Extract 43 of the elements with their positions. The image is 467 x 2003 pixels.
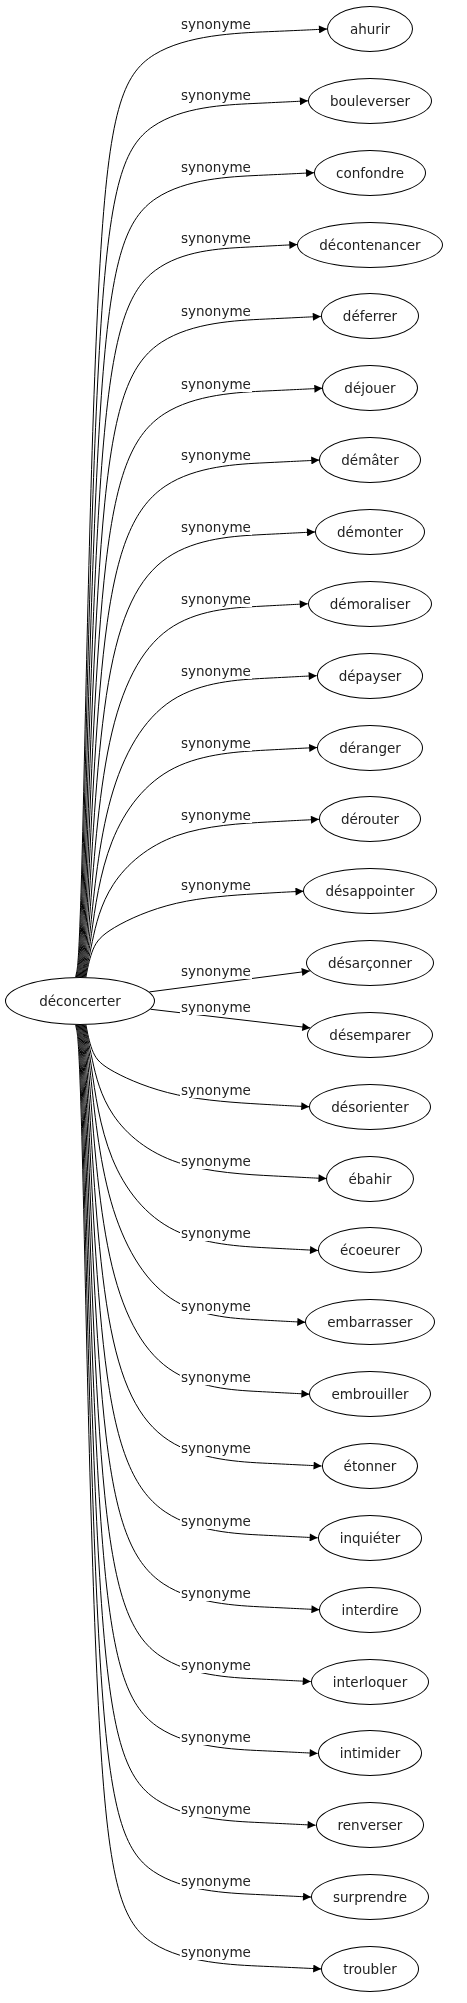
node-label: désorienter xyxy=(331,1098,409,1115)
arrow xyxy=(81,1024,323,1470)
arrow xyxy=(85,887,304,978)
arrow xyxy=(77,240,298,978)
node-label: démâter xyxy=(341,452,399,469)
node-label: embarrasser xyxy=(327,1314,413,1331)
arrow xyxy=(82,1024,310,1398)
node-label: surprendre xyxy=(333,1889,407,1906)
arrow xyxy=(81,528,316,978)
node-label: déranger xyxy=(339,739,401,756)
arrow xyxy=(82,1024,306,1326)
node-label: ahurir xyxy=(349,21,391,37)
arrow xyxy=(84,1024,327,1183)
node-label: confondre xyxy=(336,164,404,181)
arrow xyxy=(81,600,309,978)
arrow xyxy=(83,1024,319,1255)
node-label: ébahir xyxy=(348,1170,392,1187)
node-label: démonter xyxy=(337,523,403,540)
node-label: écoeurer xyxy=(340,1242,400,1259)
node-label: bouleverser xyxy=(329,92,411,109)
arrow xyxy=(148,968,311,993)
arrow xyxy=(84,815,320,978)
node-label: déjouer xyxy=(344,380,396,397)
node-label: interloquer xyxy=(332,1673,408,1690)
node-label: désappointer xyxy=(325,883,415,900)
node-label: déconcerter xyxy=(39,993,121,1009)
node-label: déferrer xyxy=(342,308,398,325)
arrow xyxy=(83,743,318,978)
node-label: renverser xyxy=(337,1817,403,1834)
arrow xyxy=(82,672,318,978)
node-label: dérouter xyxy=(340,811,400,828)
node-label: désarçonner xyxy=(327,955,413,972)
node-label: dépayser xyxy=(338,667,402,684)
node-label: décontenancer xyxy=(319,236,421,253)
node-label: étonner xyxy=(343,1458,397,1474)
node-label: intimider xyxy=(339,1745,401,1762)
node-label: troubler xyxy=(343,1960,397,1977)
node-label: inquiéter xyxy=(339,1529,401,1546)
node-label: démoraliser xyxy=(329,595,411,612)
node-label: interdire xyxy=(341,1601,399,1618)
node-label: désemparer xyxy=(329,1026,411,1043)
arrow xyxy=(85,1024,310,1111)
node-label: embrouiller xyxy=(331,1386,409,1403)
